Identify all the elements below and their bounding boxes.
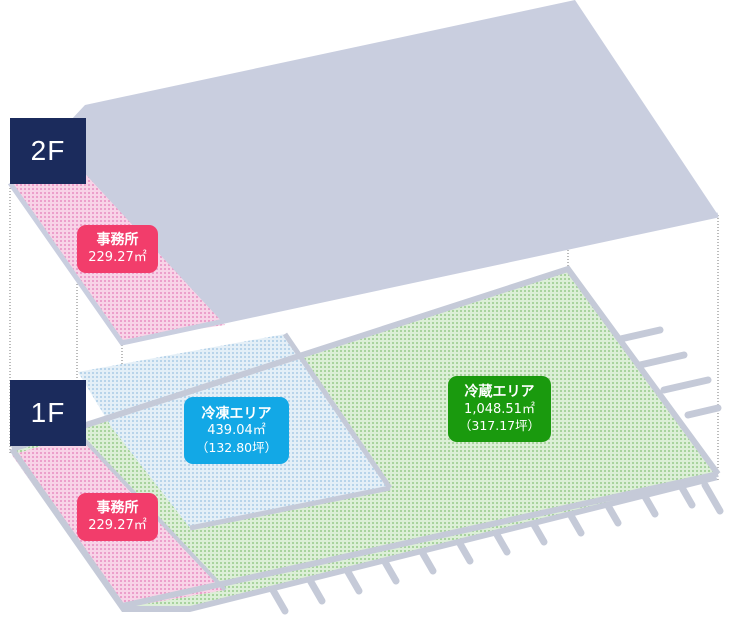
freezer-name: 冷凍エリア: [201, 405, 272, 422]
refrigerator-area: 1,048.51㎡: [464, 401, 535, 417]
office-area-1f: 229.27㎡: [88, 517, 147, 533]
loading-dock-bars-right: [612, 326, 722, 419]
office-label-2f: 事務所 229.27㎡: [77, 225, 158, 273]
office-area-2f: 229.27㎡: [88, 249, 147, 265]
refrigerator-name: 冷蔵エリア: [464, 384, 535, 401]
refrigerator-label: 冷蔵エリア 1,048.51㎡ （317.17坪）: [448, 376, 551, 442]
floor-2f-plan: [7, 0, 719, 346]
freezer-area: 439.04㎡: [207, 423, 266, 439]
refrigerator-tsubo: （317.17坪）: [458, 418, 541, 434]
office-name-2f: 事務所: [96, 232, 139, 249]
floor-tag-2f: 2F: [10, 118, 86, 184]
freezer-tsubo: （132.80坪）: [195, 439, 278, 455]
floor-tag-1f: 1F: [10, 380, 86, 446]
freezer-label: 冷凍エリア 439.04㎡ （132.80坪）: [184, 397, 289, 464]
office-name-1f: 事務所: [96, 500, 139, 517]
office-label-1f: 事務所 229.27㎡: [77, 493, 158, 541]
